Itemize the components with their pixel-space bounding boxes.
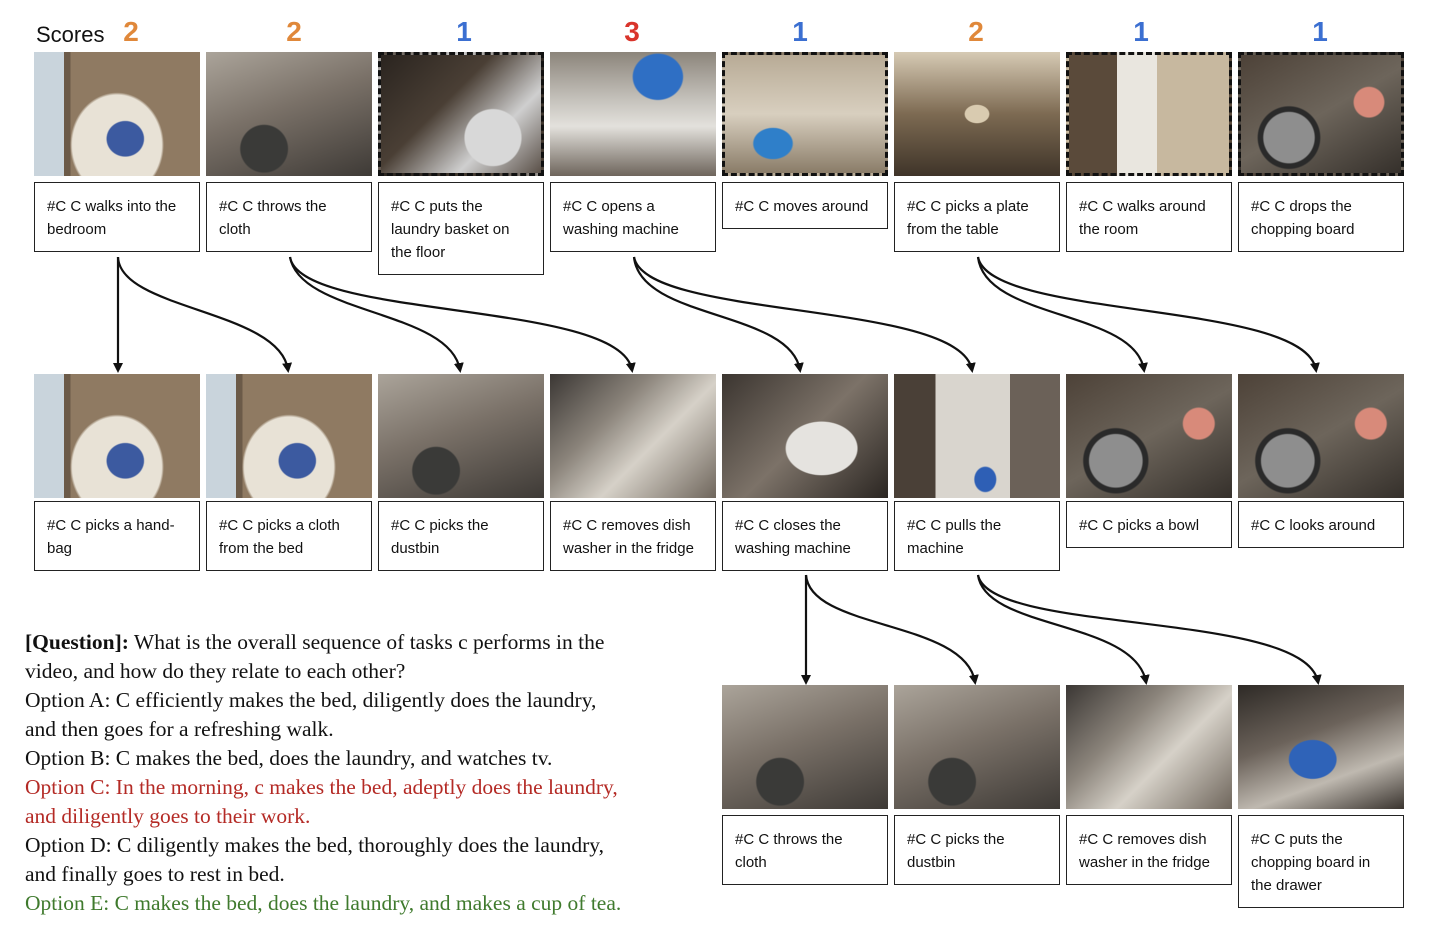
- top-frame-5-thumbnail: [722, 52, 888, 176]
- question-block: [Question]: What is the overall sequence…: [25, 628, 715, 918]
- option-d-line-2: and finally goes to rest in bed.: [25, 862, 285, 886]
- score-7: 1: [1133, 16, 1149, 47]
- bottom-frame-2-caption: #C C picks the dustbin: [894, 815, 1060, 885]
- top-frame-6-thumbnail: [894, 52, 1060, 176]
- option-c-line-2: and diligently goes to their work.: [25, 804, 311, 828]
- middle-frame-1-thumbnail: [34, 374, 200, 498]
- question-text-2: video, and how do they relate to each ot…: [25, 659, 406, 683]
- middle-frame-8-caption: #C C looks around: [1238, 501, 1404, 548]
- question-text-1: What is the overall sequence of tasks c …: [128, 630, 605, 654]
- score-8: 1: [1312, 16, 1328, 47]
- arrow-opens-to-pulls: [632, 256, 976, 373]
- score-2: 2: [286, 16, 302, 47]
- top-frame-2-thumbnail: [206, 52, 372, 176]
- option-c-line-1: Option C: In the morning, c makes the be…: [25, 775, 618, 799]
- option-e-line-1: Option E: C makes the bed, does the laun…: [25, 891, 622, 915]
- option-a-line-1: Option A: C efficiently makes the bed, d…: [25, 688, 597, 712]
- bottom-frame-3-caption: #C C removes dish washer in the fridge: [1066, 815, 1232, 885]
- arrow-throws-to-dustbin: [288, 256, 464, 373]
- middle-frame-4-caption: #C C removes dish washer in the fridge: [550, 501, 716, 571]
- top-frame-4-thumbnail: [550, 52, 716, 176]
- top-frame-3-thumbnail: [378, 52, 544, 176]
- bottom-frame-1-caption: #C C throws the cloth: [722, 815, 888, 885]
- top-frame-1-caption: #C C walks into the bedroom: [34, 182, 200, 252]
- middle-frame-5-caption: #C C closes the washing machine: [722, 501, 888, 571]
- arrow-pulls-to-fridge: [976, 574, 1150, 685]
- middle-frame-5-thumbnail: [722, 374, 888, 498]
- top-frame-6-caption: #C C picks a plate from the table: [894, 182, 1060, 252]
- option-a-line-2: and then goes for a refreshing walk.: [25, 717, 334, 741]
- middle-frame-4-thumbnail: [550, 374, 716, 498]
- middle-frame-3-thumbnail: [378, 374, 544, 498]
- top-frame-4-caption: #C C opens a washing machine: [550, 182, 716, 252]
- score-4: 3: [624, 16, 640, 47]
- middle-frame-1-caption: #C C picks a hand-bag: [34, 501, 200, 571]
- bottom-frame-4-thumbnail: [1238, 685, 1404, 809]
- middle-frame-8-thumbnail: [1238, 374, 1404, 498]
- arrow-walks-to-cloth: [116, 256, 293, 373]
- middle-frame-2-thumbnail: [206, 374, 372, 498]
- option-d-line-1: Option D: C diligently makes the bed, th…: [25, 833, 605, 857]
- top-frame-2-caption: #C C throws the cloth: [206, 182, 372, 252]
- bottom-frame-1-thumbnail: [722, 685, 888, 809]
- arrow-opens-to-closes: [632, 256, 804, 373]
- middle-frame-6-thumbnail: [894, 374, 1060, 498]
- top-frame-7-thumbnail: [1066, 52, 1232, 176]
- question-label: [Question]:: [25, 630, 129, 654]
- score-1: 2: [123, 16, 139, 47]
- bottom-frame-3-thumbnail: [1066, 685, 1232, 809]
- arrow-throws-to-fridge: [288, 256, 636, 373]
- middle-frame-6-caption: #C C pulls the machine: [894, 501, 1060, 571]
- score-6: 2: [968, 16, 984, 47]
- top-frame-8-thumbnail: [1238, 52, 1404, 176]
- top-frame-7-caption: #C C walks around the room: [1066, 182, 1232, 252]
- option-b-line-1: Option B: C makes the bed, does the laun…: [25, 746, 553, 770]
- arrow-plate-to-looks: [976, 256, 1320, 373]
- top-frame-8-caption: #C C drops the chopping board: [1238, 182, 1404, 252]
- top-frame-3-caption: #C C puts the laundry basket on the floo…: [378, 182, 544, 275]
- middle-frame-7-caption: #C C picks a bowl: [1066, 501, 1232, 548]
- top-frame-1-thumbnail: [34, 52, 200, 176]
- middle-frame-3-caption: #C C picks the dustbin: [378, 501, 544, 571]
- arrow-plate-to-bowl: [976, 256, 1148, 373]
- score-5: 1: [792, 16, 808, 47]
- arrow-closes-to-dustbin: [804, 574, 979, 685]
- score-3: 1: [456, 16, 472, 47]
- scores-label: Scores: [36, 22, 105, 47]
- arrow-pulls-to-drawer: [976, 574, 1322, 685]
- bottom-frame-2-thumbnail: [894, 685, 1060, 809]
- middle-frame-7-thumbnail: [1066, 374, 1232, 498]
- middle-frame-2-caption: #C C picks a cloth from the bed: [206, 501, 372, 571]
- top-frame-5-caption: #C C moves around: [722, 182, 888, 229]
- bottom-frame-4-caption: #C C puts the chopping board in the draw…: [1238, 815, 1404, 908]
